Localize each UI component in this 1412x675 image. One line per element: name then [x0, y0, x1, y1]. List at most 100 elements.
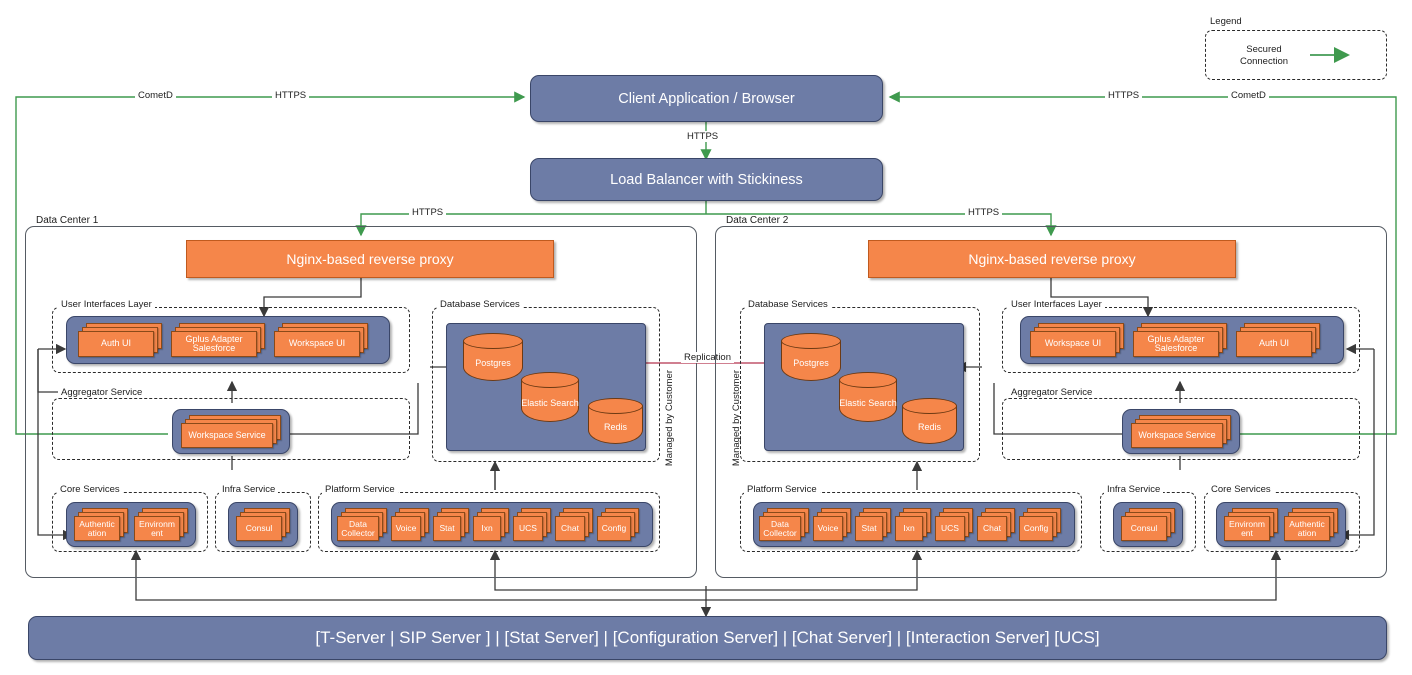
dc2-card-ucs[interactable]: UCS: [935, 508, 973, 541]
dc1-aggregator-label: Aggregator Service: [58, 387, 146, 398]
dc1-card-workspace-service-label: Workspace Service: [188, 429, 266, 440]
dc2-db-redis-label: Redis: [917, 422, 941, 433]
dc1-aggregator-shell: Workspace Service: [172, 409, 290, 454]
dc1-db-redis[interactable]: Redis: [588, 398, 643, 444]
dc2-card-ucs-label: UCS: [941, 523, 959, 534]
dc2-card-consul[interactable]: Consul: [1121, 508, 1175, 541]
dc1-card-stat[interactable]: Stat: [433, 508, 469, 541]
client-lb-link-label: HTTPS: [684, 131, 722, 142]
dc2-nginx-proxy[interactable]: Nginx-based reverse proxy: [868, 240, 1236, 278]
dc2-platform-shell: Data Collector Voice Stat Ixn UCS Chat C…: [753, 502, 1075, 547]
dc2-card-ixn-label: Ixn: [903, 523, 915, 534]
dc2-card-auth-ui[interactable]: Auth UI: [1236, 323, 1320, 357]
dc2-database-label: Database Services: [745, 299, 831, 310]
dc2-card-workspace-ui[interactable]: Workspace UI: [1030, 323, 1124, 357]
dc2-card-workspace-service[interactable]: Workspace Service: [1131, 415, 1231, 448]
dc1-card-ixn[interactable]: Ixn: [473, 508, 509, 541]
dc1-ui-layer-group: [52, 307, 410, 373]
dc2-card-config[interactable]: Config: [1019, 508, 1061, 541]
dc2-card-authentication-label: Authentic ation: [1289, 518, 1325, 538]
dc2-card-ixn[interactable]: Ixn: [895, 508, 931, 541]
dc2-core-shell: Environm ent Authentic ation: [1216, 502, 1346, 547]
dc2-infra-label: Infra Service: [1104, 484, 1164, 495]
dc1-card-workspace-ui[interactable]: Workspace UI: [274, 323, 368, 357]
dc1-ui-layer-label: User Interfaces Layer: [58, 299, 155, 310]
dc2-ui-layer-label: User Interfaces Layer: [1008, 299, 1105, 310]
dc2-platform-label: Platform Service: [744, 484, 820, 495]
dc1-card-ucs[interactable]: UCS: [513, 508, 551, 541]
dc1-card-voice[interactable]: Voice: [391, 508, 429, 541]
dc2-card-workspace-ui-label: Workspace UI: [1044, 338, 1102, 349]
dc2-card-data-collector[interactable]: Data Collector: [759, 508, 809, 541]
dc2-card-config-label: Config: [1023, 523, 1049, 534]
dc1-card-environment[interactable]: Environm ent: [134, 508, 188, 541]
dc1-card-consul[interactable]: Consul: [236, 508, 290, 541]
dc1-aggregator-group: [52, 398, 410, 460]
left-https-label: HTTPS: [272, 90, 310, 101]
dc2-card-environment[interactable]: Environm ent: [1224, 508, 1278, 541]
dc2-aggregator-shell: Workspace Service: [1122, 409, 1240, 454]
dc2-card-voice-label: Voice: [817, 523, 839, 534]
replication-label: Replication: [681, 352, 734, 363]
dc1-card-stat-label: Stat: [439, 523, 455, 534]
right-https-label: HTTPS: [1105, 90, 1143, 101]
dc2-card-workspace-service-label: Workspace Service: [1138, 429, 1216, 440]
dc2-managed-by-customer: Managed by Customer: [731, 370, 742, 467]
dc1-card-environment-label: Environm ent: [139, 518, 175, 538]
dc1-platform-shell: Data Collector Voice Stat Ixn UCS Chat C…: [331, 502, 653, 547]
dc2-card-environment-label: Environm ent: [1229, 518, 1265, 538]
dc1-core-shell: Authentic ation Environm ent: [66, 502, 196, 547]
bottom-server-bar[interactable]: [T-Server | SIP Server ] | [Stat Server]…: [28, 616, 1387, 660]
dc2-ui-shell: Workspace UI Gplus Adapter Salesforce Au…: [1020, 316, 1344, 364]
right-cometd-label: CometD: [1228, 90, 1269, 101]
dc1-db-elastic-search-label: Elastic Search: [521, 398, 579, 409]
dc2-card-chat-label: Chat: [983, 523, 1001, 534]
dc1-card-authentication-label: Authentic ation: [79, 518, 115, 538]
dc1-card-workspace-ui-label: Workspace UI: [288, 338, 346, 349]
left-cometd-label: CometD: [135, 90, 176, 101]
dc2-db-redis[interactable]: Redis: [902, 398, 957, 444]
dc2-aggregator-group: [1002, 398, 1360, 460]
dc1-card-workspace-service[interactable]: Workspace Service: [181, 415, 281, 448]
data-center-2-label: Data Center 2: [722, 215, 793, 226]
dc2-card-data-collector-label: Data Collector: [763, 518, 797, 538]
dc1-platform-group: [318, 492, 660, 552]
dc2-card-authentication[interactable]: Authentic ation: [1284, 508, 1338, 541]
dc2-ui-layer-group: [1002, 307, 1360, 373]
data-center-1-container: [25, 226, 697, 578]
dc1-db-redis-label: Redis: [603, 422, 627, 433]
data-center-2-container: [715, 226, 1387, 578]
dc1-managed-by-customer: Managed by Customer: [664, 370, 675, 467]
dc2-db-postgres[interactable]: Postgres: [781, 333, 841, 381]
dc1-card-config[interactable]: Config: [597, 508, 639, 541]
dc2-card-voice[interactable]: Voice: [813, 508, 851, 541]
dc1-card-authentication[interactable]: Authentic ation: [74, 508, 128, 541]
dc1-nginx-proxy[interactable]: Nginx-based reverse proxy: [186, 240, 554, 278]
dc2-card-auth-ui-label: Auth UI: [1258, 338, 1289, 349]
dc1-core-label: Core Services: [57, 484, 123, 495]
dc1-card-data-collector[interactable]: Data Collector: [337, 508, 387, 541]
dc1-infra-shell: Consul: [228, 502, 298, 547]
dc2-db-elastic-search[interactable]: Elastic Search: [839, 372, 897, 422]
dc1-card-gplus-adapter[interactable]: Gplus Adapter Salesforce: [171, 323, 265, 357]
dc2-infra-shell: Consul: [1113, 502, 1183, 547]
dc1-db-postgres[interactable]: Postgres: [463, 333, 523, 381]
dc2-card-chat[interactable]: Chat: [977, 508, 1015, 541]
dc1-card-chat[interactable]: Chat: [555, 508, 593, 541]
dc1-card-voice-label: Voice: [395, 523, 417, 534]
dc1-card-auth-ui[interactable]: Auth UI: [78, 323, 162, 357]
dc1-card-ucs-label: UCS: [519, 523, 537, 534]
dc1-db-elastic-search[interactable]: Elastic Search: [521, 372, 579, 422]
dc2-card-stat[interactable]: Stat: [855, 508, 891, 541]
dc2-database-group: [740, 307, 980, 462]
dc2-card-gplus-adapter[interactable]: Gplus Adapter Salesforce: [1133, 323, 1227, 357]
dc1-card-consul-label: Consul: [245, 523, 273, 534]
lb-left-https-label: HTTPS: [409, 207, 447, 218]
dc1-card-ixn-label: Ixn: [481, 523, 493, 534]
data-center-1-label: Data Center 1: [32, 215, 103, 226]
client-application-box[interactable]: Client Application / Browser: [530, 75, 883, 122]
load-balancer-box[interactable]: Load Balancer with Stickiness: [530, 158, 883, 201]
dc2-card-consul-label: Consul: [1130, 523, 1158, 534]
